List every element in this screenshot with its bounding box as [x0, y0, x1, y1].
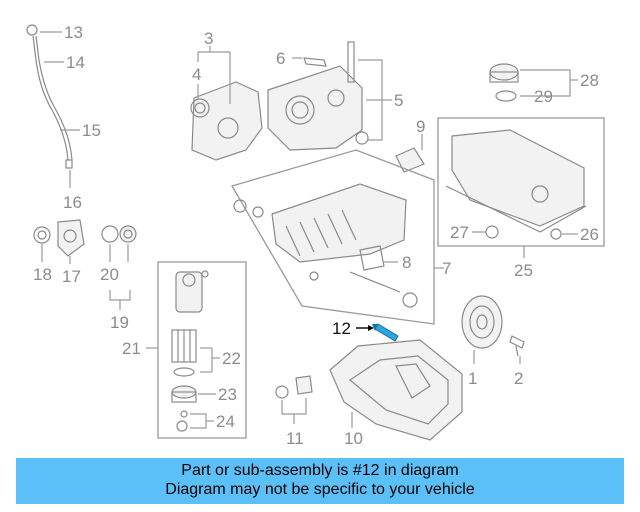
callout-21: 21	[122, 339, 141, 358]
dipstick	[26, 24, 73, 169]
callout-5: 5	[394, 91, 403, 110]
bolt-6	[303, 57, 327, 67]
callout-16: 16	[63, 193, 82, 212]
callout-4: 4	[192, 65, 201, 84]
callout-13: 13	[64, 23, 83, 42]
callout-14: 14	[66, 53, 85, 72]
callout-26: 26	[580, 225, 599, 244]
callout-23: 23	[218, 385, 237, 404]
callout-15: 15	[82, 121, 101, 140]
callout-17: 17	[62, 267, 81, 286]
callout-8: 8	[402, 253, 411, 272]
callout-19: 19	[110, 313, 129, 332]
callout-22: 22	[222, 349, 241, 368]
badge-9	[395, 147, 425, 173]
callout-7: 7	[442, 259, 451, 278]
oil-filter-housing	[175, 270, 209, 313]
callout-25: 25	[514, 261, 533, 280]
timing-cover	[190, 81, 263, 161]
seal-18	[33, 226, 51, 244]
callout-28: 28	[580, 71, 599, 90]
callout-1: 1	[468, 369, 477, 388]
callout-20: 20	[100, 265, 119, 284]
intake-manifold	[233, 183, 418, 308]
sensor-11	[275, 375, 313, 399]
plug-24	[176, 410, 188, 432]
callout-6: 6	[276, 49, 285, 68]
callout-3: 3	[204, 29, 213, 48]
banner-line-2: Diagram may not be specific to your vehi…	[165, 481, 475, 498]
cam-cover	[267, 41, 369, 151]
sensor-20	[101, 225, 137, 243]
part-12-bolt	[372, 323, 399, 342]
banner-line-1: Part or sub-assembly is #12 in diagram	[181, 462, 459, 479]
oil-cap	[489, 63, 519, 102]
callout-11: 11	[286, 429, 304, 448]
oil-pan	[329, 339, 463, 441]
callout-24: 24	[216, 412, 235, 431]
bolt-2	[509, 335, 525, 357]
callout-9: 9	[416, 117, 425, 136]
crank-pulley	[461, 295, 503, 349]
callout-2: 2	[514, 369, 523, 388]
filter-element-22	[171, 329, 197, 377]
housing-17	[57, 219, 85, 257]
callout-27: 27	[450, 223, 469, 242]
callout-29: 29	[534, 87, 553, 106]
info-banner: Part or sub-assembly is #12 in diagram D…	[16, 458, 624, 504]
filter-cap-23	[171, 385, 197, 403]
callout-12: 12	[332, 319, 351, 338]
callout-18: 18	[33, 265, 52, 284]
callout-10: 10	[344, 429, 363, 448]
